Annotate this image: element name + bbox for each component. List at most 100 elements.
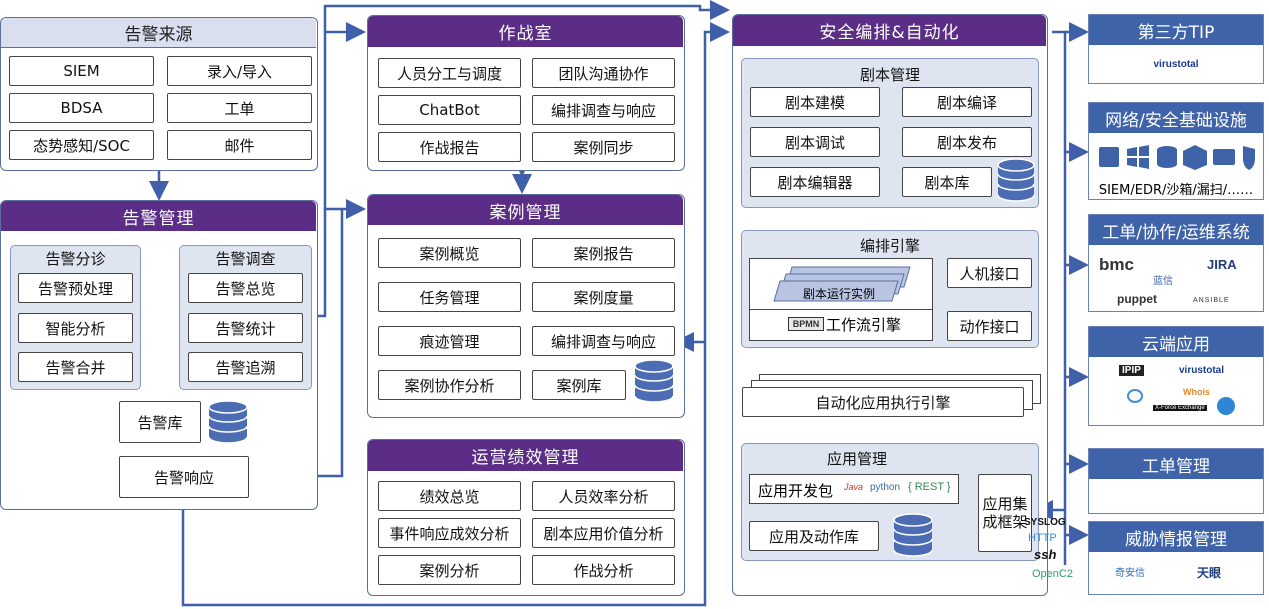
source-siem: SIEM [9,56,154,86]
app-devkit-label: 应用开发包 [758,482,834,500]
alert-db-label: 告警库 [119,401,201,443]
ticket-sys-title: 工单/协作/运维系统 [1089,215,1263,245]
engine-group: 编排引擎 剧本运行实例 BPMN 工作流引擎 人机接口 动作接口 [741,230,1039,348]
action-interface: 动作接口 [947,311,1032,341]
infra-icons [1099,145,1255,170]
tip-title: 第三方TIP [1089,15,1263,45]
case-report: 案例报告 [532,238,675,268]
ops-perf-panel: 运营绩效管理 绩效总览 人员效率分析 事件响应成效分析 剧本应用价值分析 案例分… [367,439,685,596]
perf-case-analysis: 案例分析 [378,555,521,585]
war-room-report: 作战报告 [378,132,521,162]
source-mail: 邮件 [167,130,312,160]
alert-response-box: 告警响应 [119,456,249,498]
workflow-engine-box: 剧本运行实例 BPMN 工作流引擎 [749,258,933,341]
source-bdsa: BDSA [9,93,154,123]
ticket-mgmt-panel: 工单管理 [1088,448,1264,514]
source-ticket: 工单 [167,93,312,123]
hmi-interface: 人机接口 [947,258,1032,288]
app-action-lib: 应用及动作库 [749,521,879,551]
war-room-orchestrate: 编排调查与响应 [532,95,675,125]
alert-source-panel: 告警来源 SIEM 录入/导入 BDSA 工单 态势感知/SOC 邮件 [0,17,318,171]
workflow-label: 工作流引擎 [826,316,902,334]
instances-stack-icon [773,266,911,302]
investigate-title: 告警调查 [215,250,276,268]
war-room-collab: 团队沟通协作 [532,58,675,88]
engine-title: 编排引擎 [859,237,920,255]
jira-logo: JIRA [1207,257,1237,272]
war-room-chatbot: ChatBot [378,95,521,125]
playbook-title: 剧本管理 [859,66,920,84]
ops-perf-title: 运营绩效管理 [368,440,683,471]
case-orchestrate: 编排调查与响应 [532,326,675,356]
chat-bubble-icon [1127,389,1143,403]
investigate-stats: 告警统计 [188,313,303,343]
triage-preprocess: 告警预处理 [18,273,133,303]
rest-icon: { REST } [908,481,951,493]
lanxin-logo: 蓝信 [1153,276,1173,287]
triage-merge: 告警合并 [18,352,133,382]
playbook-library: 剧本库 [902,167,992,197]
whois-logo: Whois [1183,387,1210,397]
soar-title: 安全编排&自动化 [733,15,1046,46]
ticket-sys-panel: 工单/协作/运维系统 bmc 蓝信 JIRA puppet ANSIBLE [1088,214,1264,312]
case-collab-analysis: 案例协作分析 [378,370,521,400]
playbook-group: 剧本管理 剧本建模 剧本编译 剧本调试 剧本发布 剧本编辑器 剧本库 [741,58,1039,208]
war-room-title: 作战室 [368,16,683,47]
case-overview: 案例概览 [378,238,521,268]
infra-panel: 网络/安全基础设施 SIEM/EDR/沙箱/漏扫/…… [1088,102,1264,200]
war-room-panel: 作战室 人员分工与调度 团队沟通协作 ChatBot 编排调查与响应 作战报告 … [367,15,685,171]
source-soc: 态势感知/SOC [9,130,154,160]
app-title: 应用管理 [826,450,887,468]
infra-title: 网络/安全基础设施 [1089,103,1263,133]
case-mgmt-panel: 案例管理 案例概览 案例报告 任务管理 案例度量 痕迹管理 编排调查与响应 案例… [367,194,685,418]
investigate-overview: 告警总览 [188,273,303,303]
protocol-ssh: ssh [1034,547,1057,562]
cloud-title: 云端应用 [1089,327,1263,357]
alert-mgmt-panel: 告警管理 告警分诊 告警预处理 智能分析 告警合并 告警调查 告警总览 告警统计… [0,200,318,510]
instances-label: 剧本运行实例 [802,287,875,301]
playbook-debug: 剧本调试 [750,127,880,157]
java-icon: Java [844,482,864,492]
playbook-modeling: 剧本建模 [750,87,880,117]
case-mgmt-title: 案例管理 [368,195,683,225]
protocol-http: HTTP [1028,532,1057,544]
bmc-logo: bmc [1099,255,1134,274]
python-icon: python [870,482,901,493]
playbook-db-icon [997,158,1035,202]
virustotal-logo: virustotal [1153,59,1199,70]
perf-playbook-value: 剧本应用价值分析 [532,518,675,548]
protocol-openc2: OpenC2 [1032,568,1073,580]
app-group: 应用管理 应用开发包 Java python { REST } 应用及动作库 应… [741,443,1039,561]
tianyan-logo: 天眼 [1197,566,1222,580]
app-db-icon [893,513,933,557]
engine-divider [750,309,932,310]
playbook-compile: 剧本编译 [902,87,1032,117]
perf-staff-efficiency: 人员效率分析 [532,481,675,511]
bpmn-icon: BPMN [788,317,824,331]
case-tasks: 任务管理 [378,282,521,312]
investigate-group: 告警调查 告警总览 告警统计 告警追溯 [179,245,312,390]
war-room-sync: 案例同步 [532,132,675,162]
infra-caption: SIEM/EDR/沙箱/漏扫/…… [1098,183,1254,198]
triage-title: 告警分诊 [45,250,106,268]
qianxin-logo: 奇安信 [1115,568,1145,579]
perf-battle-analysis: 作战分析 [532,555,675,585]
case-traces: 痕迹管理 [378,326,521,356]
threat-intel-panel: 威胁情报管理 奇安信 天眼 [1088,521,1264,595]
cloud-virustotal-logo: virustotal [1179,365,1225,376]
ticket-mgmt-title: 工单管理 [1089,449,1263,479]
app-devkit-box: 应用开发包 Java python { REST } [749,474,959,504]
puppet-logo: puppet [1117,292,1157,306]
war-room-dispatch: 人员分工与调度 [378,58,521,88]
threat-intel-title: 威胁情报管理 [1089,522,1263,552]
investigate-trace: 告警追溯 [188,352,303,382]
alert-source-title: 告警来源 [1,18,316,48]
playbook-editor: 剧本编辑器 [750,167,880,197]
tip-panel: 第三方TIP virustotal [1088,14,1264,84]
triage-analysis: 智能分析 [18,313,133,343]
case-metrics: 案例度量 [532,282,675,312]
alert-mgmt-title: 告警管理 [1,201,316,231]
ansible-logo: ANSIBLE [1193,297,1230,304]
app-integration-framework: 应用集成框架 [978,474,1032,552]
source-import: 录入/导入 [167,56,312,86]
